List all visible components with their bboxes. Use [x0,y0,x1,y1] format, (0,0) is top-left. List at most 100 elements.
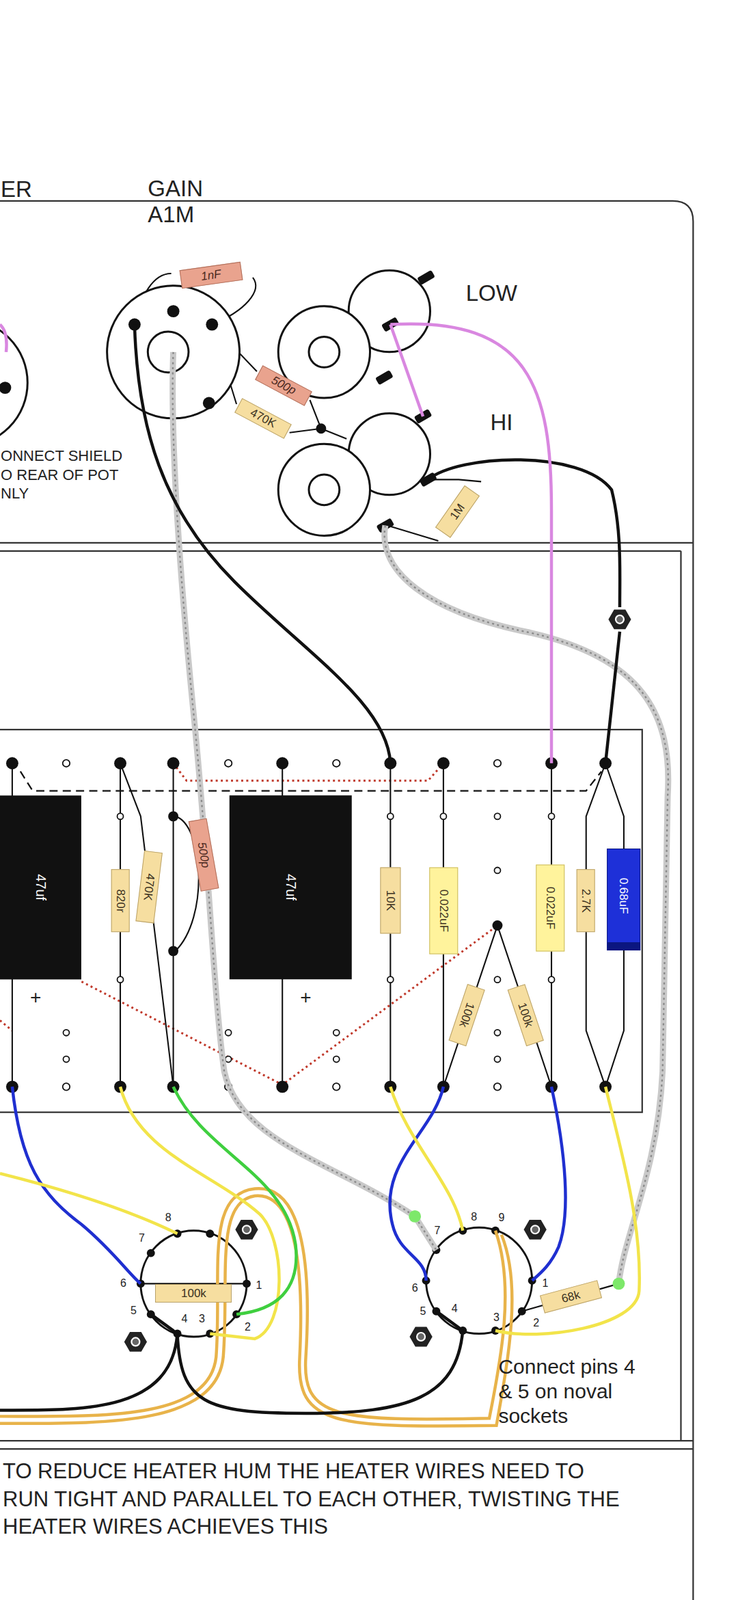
component-value: 2.7K [579,888,594,913]
turret-board [0,729,643,1112]
eyelet [62,1082,70,1090]
eyelet [117,975,124,982]
turret [6,756,612,1092]
yellow-wire [0,1085,640,1338]
pink-wire [390,323,552,764]
pin-number: 6 [119,1277,128,1289]
pin-number: 3 [492,1311,501,1323]
heater-wire [0,1187,512,1425]
hex-nut [123,608,632,1352]
pot-lug [0,381,11,394]
wire [0,1332,178,1410]
shielded-cable [172,351,437,1250]
component-value: 500p [194,840,213,869]
note-text: ONNECT SHIELD O REAR OF POT NLY [0,446,131,503]
tube-socket [140,1226,533,1336]
turret [168,810,179,821]
component-value: 820r [113,888,128,912]
component-lead [12,273,624,1311]
eyelet [117,812,124,819]
component-value: 100k [181,1286,207,1300]
capacitor-symbol: 500p [254,364,313,406]
resistor-symbol: 100k [507,983,544,1046]
turret [6,756,19,769]
pot-lug [167,304,180,318]
component-value: 100k [515,1000,537,1029]
yellow-wire [495,1085,640,1334]
eyelet [62,1055,70,1062]
pin-number: 5 [419,1305,428,1317]
pin-number: 8 [470,1210,478,1222]
pot-lug [0,269,438,533]
resistor-symbol: 2.7K [576,868,596,932]
eyelet [494,812,501,819]
pin-number: 2 [532,1316,540,1328]
shield-joint [612,1276,626,1289]
pot-symbol [308,474,340,505]
turret [437,756,450,769]
socket-pin [146,1248,156,1257]
capacitor-symbol: 500p [188,817,220,891]
component-value: 1nF [200,267,223,283]
pin-number: 6 [411,1281,419,1293]
pot-symbol [278,443,370,536]
hex-nut [416,1331,426,1341]
ground-wire [0,762,498,1084]
wire [435,1310,463,1330]
component-value: 47uf [282,873,299,900]
hex-nut [522,1218,548,1240]
pot-lug [205,318,218,331]
ground-wire [173,762,444,780]
pot-symbol [308,336,340,367]
component-value: 0.68uF [617,877,631,914]
turret [492,919,503,931]
pin-number: 7 [138,1232,146,1243]
note-text: TO REDUCE HEATER HUM THE HEATER WIRES NE… [2,1456,632,1540]
eyelet [62,759,555,1090]
resistor-symbol: 100k [448,983,486,1046]
control-label: LOW [466,279,518,307]
wire [0,324,620,1413]
yellow-wire [0,1172,178,1233]
green-wire [173,1085,297,1314]
hex-nut [522,1218,548,1240]
tube-socket [140,1230,247,1336]
pink-wire [0,324,7,352]
pin-number: 4 [181,1312,189,1324]
pin-number: 7 [433,1224,441,1236]
pin-number: 1 [254,1279,263,1291]
capacitor-symbol: 0.68uF [606,848,641,950]
socket-pin [136,1225,537,1338]
blue-wire [12,1085,566,1283]
hex-nut [234,1218,259,1240]
pot-lug [375,369,394,385]
polarity-mark: + [30,985,41,1009]
eyelet [494,975,501,982]
note-text: Connect pins 4 & 5 on noval sockets [498,1353,646,1428]
yellow-wire [390,1085,463,1230]
pin-number: 8 [164,1211,173,1223]
resistor-symbol: 470K [234,397,292,439]
hex-nut [131,1336,140,1345]
turret [276,1079,289,1092]
shielded-cable [172,351,437,1250]
pin-number: 2 [243,1320,252,1332]
eyelet [494,1029,501,1036]
resistor-symbol: 470K [135,850,162,924]
electrolytic-capacitor: 47uf [0,795,82,980]
control-label: HI [490,408,514,436]
pin-number: 9 [497,1211,505,1223]
shielded-cable [172,351,669,1284]
eyelet [333,1055,340,1062]
hex-nut [408,1324,434,1347]
control-label: ER [0,175,33,203]
component-value: 47uf [32,873,49,900]
dashed-line [20,770,602,790]
resistor-symbol: 1M [435,485,480,538]
shield-joint [408,1209,421,1222]
eyelet [494,1055,501,1062]
component-value: 0.022uF [543,885,558,928]
resistor-symbol: 10K [379,867,401,934]
turret [276,756,289,769]
